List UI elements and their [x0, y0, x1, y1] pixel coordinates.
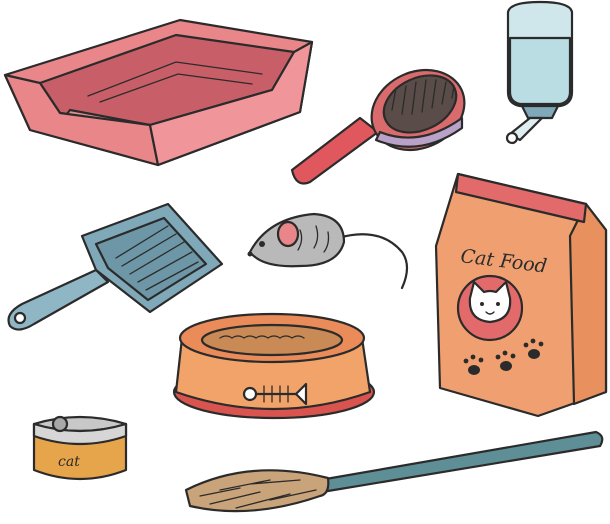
litter-box-icon — [3, 18, 314, 167]
grooming-brush-icon — [290, 68, 466, 185]
food-bowl-icon — [172, 312, 376, 420]
cat-food-bag-icon: Cat Food — [434, 172, 608, 418]
litter-scoop-icon — [7, 202, 224, 331]
toy-mouse-icon — [247, 212, 409, 290]
paw-prints-icon — [463, 338, 544, 375]
fish-bone-icon — [242, 382, 308, 406]
feather-wand-icon — [184, 430, 604, 513]
tin-can-label: cat — [58, 454, 80, 470]
tin-can-icon: cat — [32, 415, 128, 481]
water-bottle-icon — [505, 0, 574, 145]
cat-face-icon — [468, 280, 512, 324]
